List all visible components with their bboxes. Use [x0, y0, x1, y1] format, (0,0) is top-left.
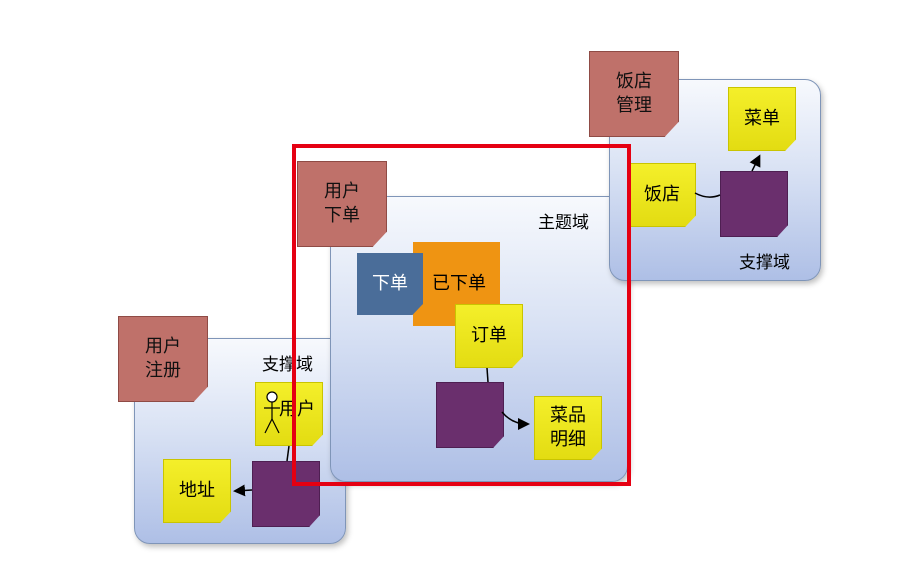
- order-aggregate-note: [436, 382, 504, 448]
- dish-detail-line-2: 明细: [550, 429, 586, 450]
- restaurant-aggregate-note: [720, 171, 788, 237]
- core-domain-label: 主题域: [538, 213, 589, 233]
- address-entity-label: 地址: [179, 480, 215, 501]
- user-register-context-note: 用户 注册: [118, 316, 208, 402]
- restaurant-mgmt-line-1: 饭店: [616, 71, 652, 92]
- menu-entity-note: 菜单: [728, 87, 796, 151]
- actor-stick-figure-icon: [264, 391, 280, 434]
- order-placed-event-label: 已下单: [432, 273, 486, 294]
- place-order-command-label: 下单: [372, 273, 408, 294]
- user-register-line-1: 用户: [145, 336, 181, 357]
- order-entity-note: 订单: [455, 304, 523, 368]
- left-support-domain-label: 支撑域: [262, 355, 313, 375]
- user-to-address-arrow: [233, 484, 253, 497]
- order-to-aggregate-line: [486, 367, 489, 383]
- order-to-dish-detail-arrow: [501, 411, 530, 430]
- user-order-line-2: 下单: [324, 205, 360, 226]
- user-entity-note: 用户: [255, 382, 323, 446]
- order-entity-label: 订单: [471, 325, 507, 346]
- user-order-line-1: 用户: [324, 181, 360, 202]
- restaurant-entity-note: 饭店: [628, 163, 696, 227]
- core-domain-highlight-frame: [292, 144, 631, 486]
- user-register-line-2: 注册: [145, 360, 181, 381]
- restaurant-entity-label: 饭店: [644, 184, 680, 205]
- place-order-command-note: 下单: [357, 253, 423, 315]
- menu-entity-label: 菜单: [744, 108, 780, 129]
- restaurant-aggregate-to-menu-arrow: [749, 154, 761, 172]
- user-aggregate-note: [252, 461, 320, 527]
- right-support-domain-label: 支撑域: [739, 253, 790, 273]
- restaurant-mgmt-context-note: 饭店 管理: [589, 51, 679, 137]
- user-entity-label: 用户: [279, 399, 315, 420]
- restaurant-to-aggregate-line: [694, 192, 721, 198]
- restaurant-mgmt-line-2: 管理: [616, 95, 652, 116]
- user-aggregate-to-user-line: [286, 445, 290, 462]
- user-order-context-note: 用户 下单: [297, 161, 387, 247]
- dish-detail-line-1: 菜品: [550, 405, 586, 426]
- address-entity-note: 地址: [163, 459, 231, 523]
- dish-detail-entity-note: 菜品 明细: [534, 396, 602, 460]
